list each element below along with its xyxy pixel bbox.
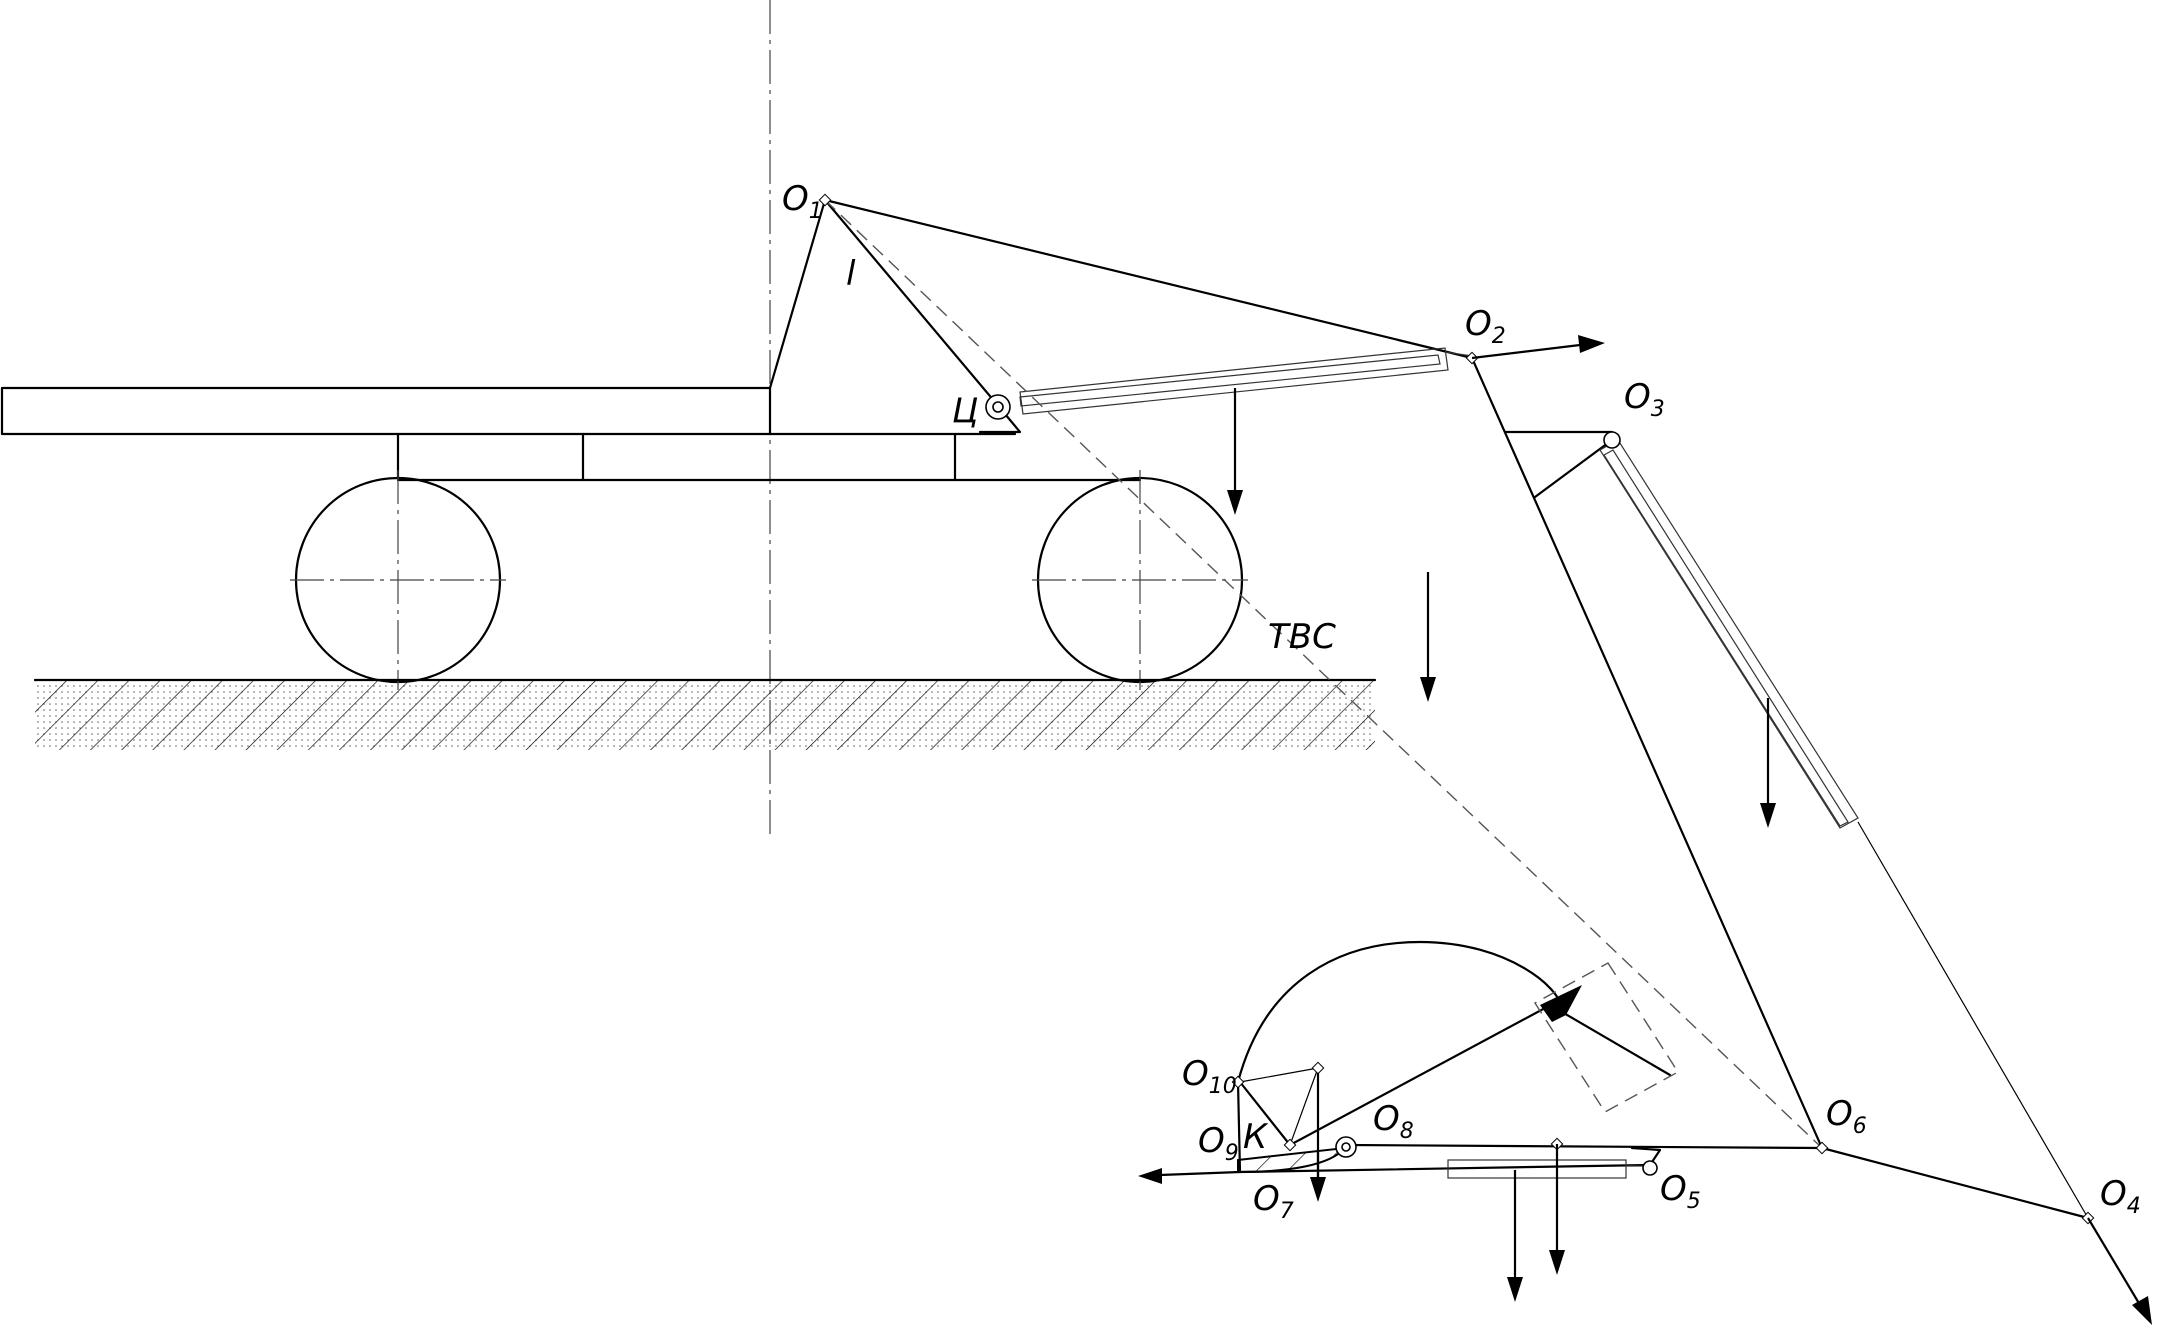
o5-hook: [1630, 1146, 1662, 1167]
label-tbc: ТВС: [1268, 617, 1336, 657]
vehicle-subframe: [396, 432, 1142, 482]
link-o6-o4: [1820, 1146, 2090, 1220]
boom-o1-o2: [823, 198, 1474, 360]
label-l: l: [846, 254, 856, 294]
label-k: К: [1243, 1117, 1269, 1157]
label-o9: O9: [1198, 1121, 1239, 1166]
label-o10: O10: [1182, 1054, 1237, 1099]
label-o4: O4: [2100, 1174, 2141, 1219]
arrow-o4-down-right: [2087, 1217, 2152, 1325]
boom-o5-o9: [1238, 1163, 1652, 1174]
bracket-o3-brace: [1533, 438, 1614, 499]
vehicle-platform: [0, 386, 772, 436]
crane-mechanism: [768, 193, 2095, 1225]
gripper-head-link: [1548, 1003, 1672, 1077]
gripper-sweep-arc: [1236, 940, 1562, 1084]
arrow-o7-down: [1310, 1150, 1326, 1202]
arrow-gripper-head: [1540, 985, 1582, 1022]
wheel-right: [1032, 470, 1248, 690]
wheel-left: [290, 470, 506, 690]
hydraulic-cylinder-main: [985, 347, 1473, 420]
mast-left-link: [768, 198, 827, 390]
force-arrows: [1138, 335, 2152, 1325]
labels: O1 O2 O3 O4 O5 O6 O7 O8 O9 O10 l Ц ТВС К: [782, 179, 2141, 1224]
arrow-o9-left: [1138, 1168, 1241, 1184]
label-o6: O6: [1826, 1094, 1867, 1139]
dashed-line-o1-o6: [824, 199, 1823, 1149]
arrow-cylinder-down: [1227, 388, 1243, 515]
label-o1: O1: [782, 179, 823, 224]
arrow-tbc-down: [1420, 572, 1436, 702]
hydraulic-cylinder-o3: [1599, 431, 2089, 1219]
hydraulic-cylinder-lower: [1447, 1159, 1658, 1179]
label-o7: O7: [1253, 1179, 1294, 1224]
arrow-lower-cylinder-2: [1549, 1144, 1565, 1275]
link-l: [823, 198, 1002, 410]
vehicle: [0, 0, 1377, 840]
label-o2: O2: [1465, 304, 1506, 349]
boom-o6-o8: [1344, 1143, 1824, 1150]
label-o3: O3: [1624, 377, 1665, 422]
arrow-o2-right: [1471, 335, 1605, 360]
label-o8: O8: [1373, 1099, 1414, 1144]
ground: [33, 678, 1377, 750]
arrow-lower-cylinder-1: [1507, 1170, 1523, 1302]
label-o5: O5: [1660, 1169, 1701, 1214]
arrow-o3-cylinder-down: [1760, 698, 1776, 828]
arm-o2-o6: [1470, 356, 1824, 1150]
arm-o8-head: [1288, 998, 1562, 1147]
label-c: Ц: [952, 391, 978, 431]
